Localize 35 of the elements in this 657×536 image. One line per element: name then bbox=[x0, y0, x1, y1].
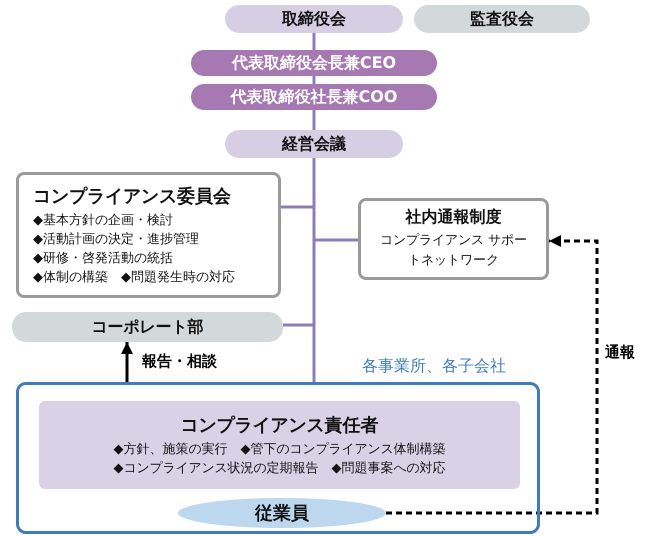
connector-line bbox=[312, 76, 316, 84]
heading: 監査役会 bbox=[470, 8, 534, 30]
bullet-item: ◆コンプライアンス状況の定期報告 ◆問題事案への対応 bbox=[114, 460, 446, 478]
arrow bbox=[386, 235, 598, 514]
department-pill bbox=[12, 312, 283, 342]
bullet-item: ◆活動計画の決定・進捗管理 bbox=[33, 230, 199, 248]
executive-pill bbox=[191, 50, 437, 76]
heading: 取締役会 bbox=[282, 8, 346, 30]
heading: 経営会議 bbox=[282, 134, 346, 154]
heading: 代表取締役社長兼COO bbox=[230, 86, 398, 108]
heading: 社内通報制度 bbox=[406, 207, 502, 228]
executive-pill bbox=[191, 84, 437, 110]
board-pill bbox=[414, 5, 590, 33]
heading: コーポレート部 bbox=[92, 316, 204, 338]
committee-box bbox=[16, 172, 281, 298]
heading: コンプライアンス責任者 bbox=[180, 414, 378, 436]
edge-label: 報告・相談 bbox=[140, 352, 219, 371]
arrow bbox=[121, 342, 133, 382]
heading: 代表取締役会長兼CEO bbox=[232, 52, 396, 74]
connector-line bbox=[312, 158, 316, 382]
description: コンプライアンス サポートネットワーク bbox=[378, 232, 528, 270]
heading: コンプライアンス委員会 bbox=[33, 184, 231, 208]
connector-line bbox=[312, 110, 316, 130]
officer-box bbox=[39, 401, 520, 489]
edge-label: 通報 bbox=[603, 343, 637, 362]
bullet-item: ◆体制の構築 ◆問題発生時の対応 bbox=[33, 268, 235, 286]
hotline-box bbox=[358, 198, 549, 280]
bullet-item: ◆研修・啓発活動の統括 bbox=[33, 250, 173, 268]
heading: 従業員 bbox=[255, 502, 309, 525]
bullet-item: ◆基本方針の企画・検討 bbox=[33, 212, 173, 230]
group-heading: 各事業所、各子会社 bbox=[362, 356, 506, 377]
connector-line bbox=[312, 33, 316, 50]
bullet-item: ◆方針、施策の実行 ◆管下のコンプライアンス体制構築 bbox=[114, 440, 446, 458]
meeting-pill bbox=[225, 130, 403, 158]
board-pill bbox=[225, 5, 403, 33]
